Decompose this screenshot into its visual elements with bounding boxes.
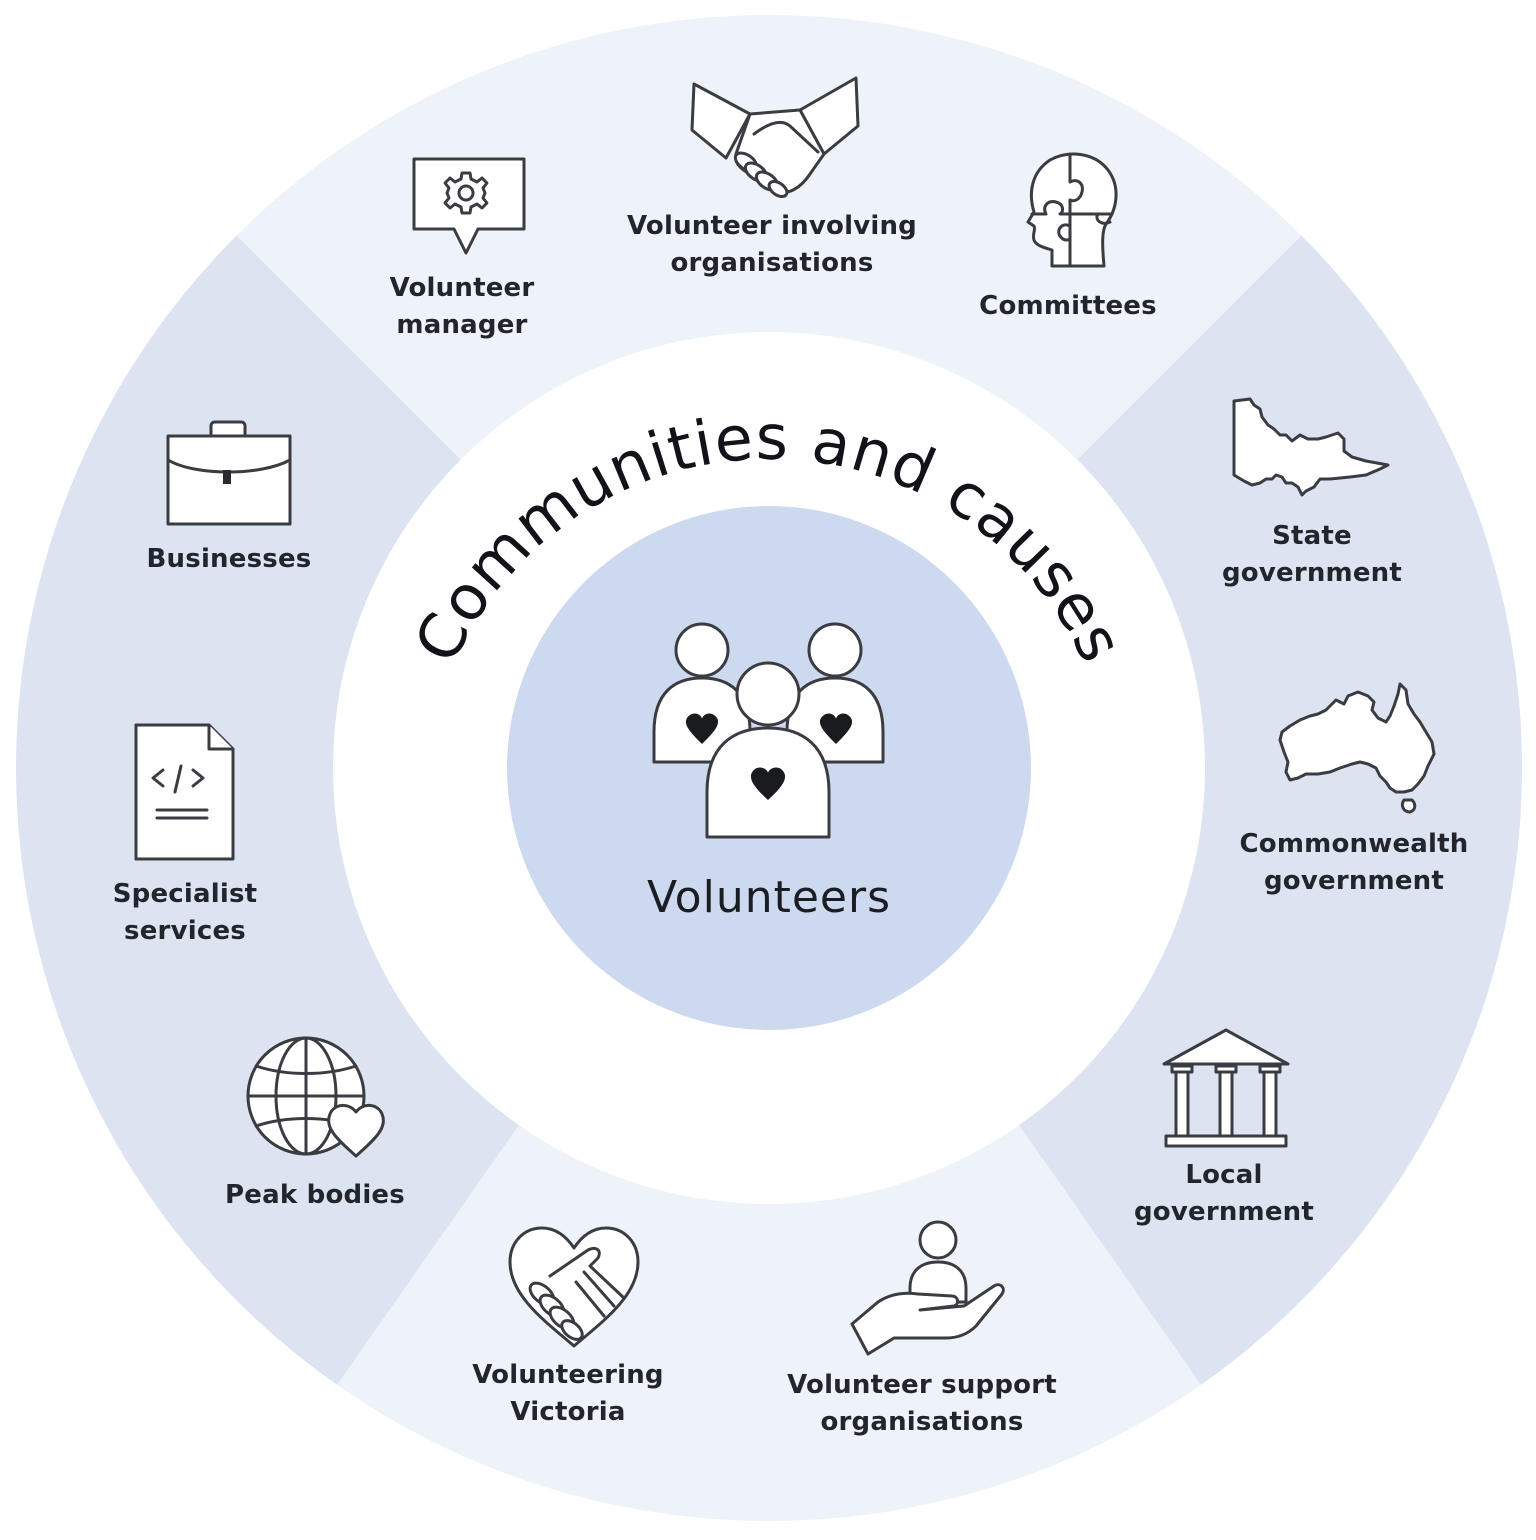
globe-heart-icon [246, 1036, 386, 1160]
label-volunteering-victoria: Volunteering Victoria [472, 1360, 664, 1427]
puzzle-head-icon [1018, 152, 1122, 272]
label-businesses: Businesses [146, 544, 312, 574]
label-volunteer-manager: Volunteer manager [389, 273, 535, 340]
code-document-icon [133, 722, 237, 862]
hand-holding-person-icon [848, 1218, 1008, 1356]
handshake-icon [690, 74, 862, 204]
label-state-government: State government [1221, 521, 1403, 588]
three-people-hearts-icon [650, 622, 890, 842]
government-building-icon [1160, 1028, 1292, 1148]
heart-handshake-icon [506, 1226, 642, 1348]
australia-map-icon [1278, 680, 1438, 820]
victoria-map-icon [1230, 395, 1398, 505]
label-volunteer-involving-organisations: Volunteer involving organisations [627, 211, 917, 278]
label-commonwealth-government: Commonwealth government [1239, 829, 1469, 896]
label-peak-bodies: Peak bodies [225, 1180, 405, 1210]
label-local-government: Local government [1133, 1160, 1315, 1227]
label-specialist-services: Specialist services [112, 879, 258, 946]
briefcase-icon [165, 420, 293, 528]
label-volunteer-support-organisations: Volunteer support organisations [787, 1370, 1057, 1437]
gear-speech-bubble-icon [408, 155, 530, 259]
label-committees: Committees [979, 291, 1157, 321]
center-label: Volunteers [646, 872, 892, 923]
